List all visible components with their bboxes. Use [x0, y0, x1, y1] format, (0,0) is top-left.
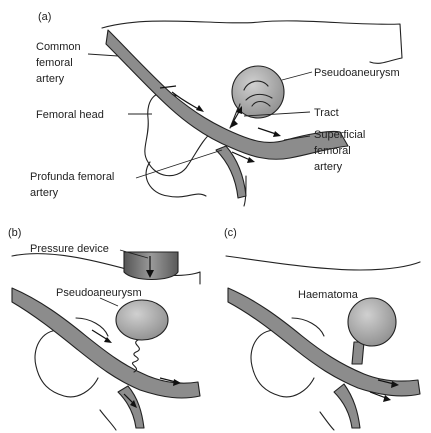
label-pseudoaneurysm-a: Pseudoaneurysm [314, 67, 400, 79]
sac-swirl [237, 80, 273, 111]
thigh-outline-c [291, 317, 325, 337]
haematoma [347, 297, 397, 347]
femoral-head-outline-c [250, 329, 315, 398]
panel-c: (c) Haematoma [224, 227, 421, 431]
profunda-b [117, 385, 145, 429]
common-femoral-artery [105, 29, 349, 160]
leader-pseudoaneurysm [281, 71, 313, 81]
flow-arrowhead-1 [196, 105, 204, 112]
thigh-outline [145, 161, 207, 198]
label-pseudoaneurysm-b: Pseudoaneurysm [56, 287, 142, 299]
panel-a-letter: (a) [38, 11, 51, 23]
panel-b: (b) Pressure device Pseudoaneurysm [8, 227, 201, 431]
flow-arrow-b1 [91, 329, 109, 341]
pseudoaneurysm-sac-b [115, 299, 169, 341]
label-femoral-head: Femoral head [36, 109, 104, 121]
leader-superficial [283, 135, 311, 141]
femoral-head-outline-b [34, 329, 99, 398]
label-profunda-femoral-artery: Profunda femoral artery [30, 171, 117, 199]
lower-outline-b [99, 409, 117, 431]
pressure-device [123, 251, 179, 280]
label-tract: Tract [314, 107, 339, 119]
profunda-c [333, 383, 361, 429]
pressure-arrowhead [146, 270, 154, 278]
tract-arrowhead-up [236, 106, 242, 114]
flow-arrow-2 [257, 127, 277, 135]
coiled-tract [132, 339, 140, 373]
flow-arrow-3 [231, 151, 251, 161]
thigh-outline-b [75, 317, 109, 337]
label-superficial-femoral-artery: Superficial femoral artery [314, 129, 368, 173]
flow-arrowhead-b2 [173, 379, 181, 386]
profunda-femoral-artery [215, 145, 247, 199]
leader-profunda [135, 149, 223, 179]
flow-arrowhead-c1 [391, 381, 399, 388]
flow-arrow-c1 [377, 379, 395, 385]
skin-line-c [225, 255, 421, 271]
flow-arrowhead-c2 [383, 395, 391, 402]
flow-arrowhead-2 [273, 131, 281, 137]
flow-arrowhead-3 [247, 157, 255, 163]
pseudoaneurysm-sac [231, 65, 285, 119]
skin-line [101, 20, 403, 64]
flow-arrow-b2 [159, 377, 177, 383]
flow-arrow-4 [159, 85, 177, 89]
artery-c [227, 287, 421, 397]
artery-b [11, 287, 201, 399]
panel-a: (a) C [30, 11, 403, 207]
panel-c-letter: (c) [224, 227, 237, 239]
flow-arrow-c2 [369, 391, 387, 399]
panel-b-letter: (b) [8, 227, 21, 239]
leader-pseudoaneurysm-b [99, 297, 119, 307]
leader-common-femoral [87, 53, 119, 57]
label-pressure-device: Pressure device [30, 243, 109, 255]
leader-tract [243, 111, 311, 117]
leader-pressure-device [119, 249, 149, 259]
lower-outline-c [319, 411, 335, 431]
tract-arrowhead-down [230, 120, 238, 128]
femoral-head-outline [144, 92, 213, 177]
label-haematoma: Haematoma [298, 289, 359, 301]
label-common-femoral-artery: Common femoral artery [36, 41, 84, 85]
haematoma-neck [351, 341, 365, 365]
flow-arrowhead-b1 [104, 337, 112, 343]
flow-arrowhead-b3 [130, 400, 137, 408]
